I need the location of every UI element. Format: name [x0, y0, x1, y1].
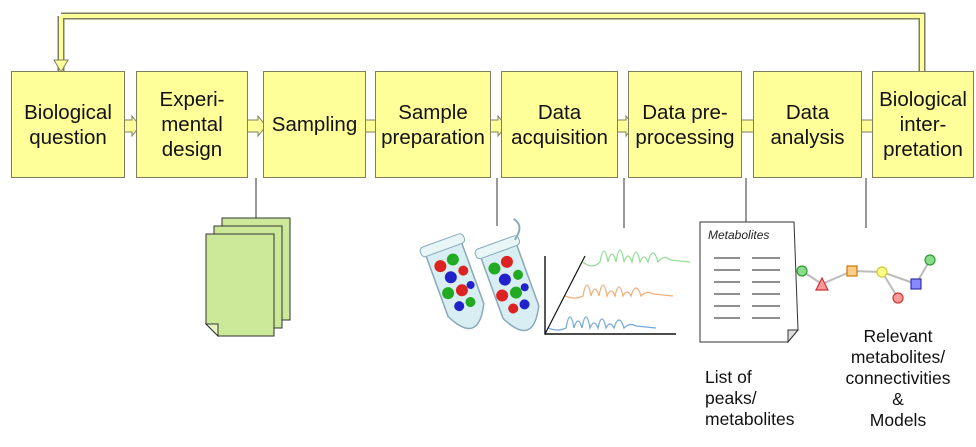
sample-tubes-icon: [419, 218, 540, 332]
spectra-plot-icon: [544, 249, 691, 335]
peaks-caption: List of peaks/ metabolites: [705, 367, 795, 429]
step-data-preprocessing: Data pre- processing: [628, 71, 742, 178]
step-experimental-design: Experi- mental design: [136, 71, 248, 178]
step-data-acquisition: Data acquisition: [501, 71, 618, 178]
metabolite-sheet-title: Metabolites: [708, 228, 770, 242]
step-biological-question: Biological question: [11, 71, 125, 178]
step-biological-interpretation: Biological inter- pretation: [872, 71, 974, 178]
metabolite-list-icon: [699, 221, 800, 344]
feedback-loop-arrow: [53, 12, 926, 73]
network-icon: [796, 254, 936, 304]
artifact-connectors: [255, 178, 867, 228]
step-sample-preparation: Sample preparation: [375, 71, 491, 178]
step-data-analysis: Data analysis: [753, 71, 862, 178]
step-sampling: Sampling: [263, 71, 366, 178]
paper-stack-icon: [204, 217, 291, 338]
relevant-caption: Relevant metabolites/ connectivities & M…: [845, 326, 951, 430]
